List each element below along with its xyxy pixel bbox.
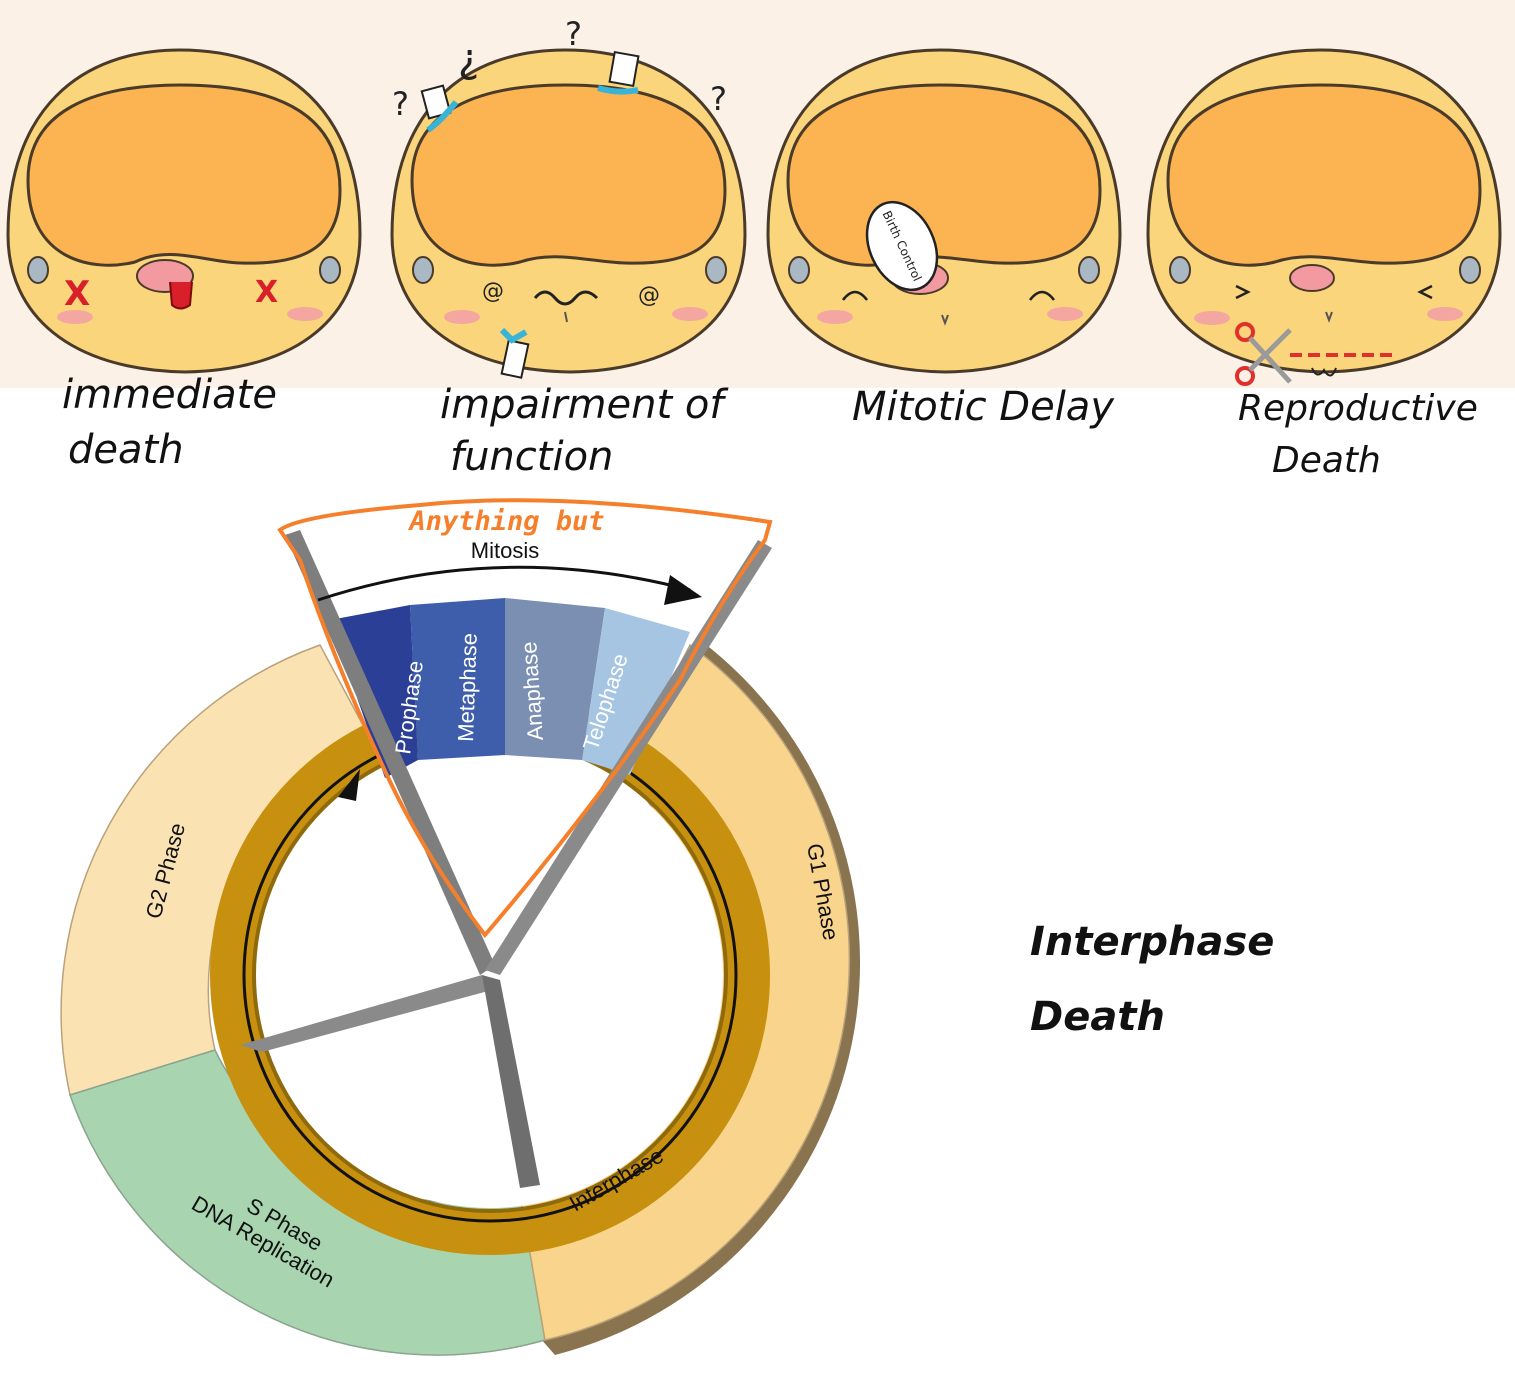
ear-right	[705, 256, 727, 284]
x-eye-left: X	[64, 274, 90, 314]
cell-inner	[410, 83, 727, 267]
question-mark: ¿	[458, 36, 479, 82]
metaphase-wedge	[410, 598, 505, 760]
question-mark: ?	[710, 80, 727, 118]
telophase-wedge	[582, 608, 690, 775]
mitosis-arrow	[317, 565, 691, 602]
cell-cycle-diagram: Anything but Mitosis Prophase Metaphase …	[60, 498, 861, 1356]
anaphase-wedge	[505, 598, 605, 760]
eye-right	[1029, 290, 1055, 301]
cheek-left	[817, 310, 853, 324]
label-mitotic-delay: Mitotic Delay	[852, 384, 1115, 430]
cell-inner	[26, 83, 342, 267]
ear-right	[1459, 256, 1481, 284]
cell-mitotic-delay: Birth Control	[766, 48, 1122, 374]
spoke	[240, 975, 492, 1052]
bandage-icon	[420, 84, 459, 133]
cell-inner	[1166, 83, 1482, 267]
pill-tag: Birth Control	[865, 200, 939, 292]
tongue	[169, 281, 193, 310]
cheek-right	[287, 307, 323, 321]
bandage-icon	[499, 327, 530, 379]
annotation-outline	[277, 498, 773, 939]
question-mark: ?	[565, 15, 582, 53]
x-eye-right: X	[255, 275, 278, 310]
nose	[1289, 264, 1335, 292]
interphase-arrow	[338, 769, 360, 801]
cell-reproductive-death	[1146, 48, 1502, 386]
label-impairment-2: function	[450, 434, 613, 480]
interphase-death-line1: Interphase	[1030, 919, 1274, 965]
scissors-icon	[1235, 322, 1395, 386]
spoke	[482, 975, 540, 1188]
ear-left	[1169, 256, 1191, 284]
inner-white	[257, 742, 723, 1208]
cell-inner	[786, 83, 1102, 267]
cheek-left	[1194, 311, 1230, 325]
ear-left	[27, 256, 49, 284]
metaphase-label: Metaphase	[453, 633, 482, 743]
wavy-mouth	[533, 290, 599, 306]
spiral-eye-right: @	[638, 283, 660, 308]
mouth	[1325, 311, 1333, 323]
mitosis-label: Mitosis	[471, 538, 539, 563]
bandage-icon	[597, 50, 640, 95]
cheek-right	[672, 307, 708, 321]
ear-right	[319, 256, 341, 284]
ear-right	[1078, 256, 1100, 284]
annotation-label: Anything but	[407, 506, 604, 537]
mouth	[941, 314, 949, 326]
eye-left	[842, 290, 868, 301]
label-reproductive-death-2: Death	[1272, 440, 1381, 481]
ear-left	[412, 256, 434, 284]
cheek-right	[1427, 307, 1463, 321]
cheek-left	[444, 310, 480, 324]
mouth-omega	[1311, 367, 1337, 377]
mitosis-arrowhead	[664, 575, 702, 605]
interphase-death-line2: Death	[1030, 994, 1165, 1040]
cell-impairment: @ @ ? ¿ ? ?	[390, 15, 747, 379]
label-reproductive-death: Reproductive	[1238, 388, 1478, 429]
eye-right	[1417, 284, 1433, 300]
cheek-left	[57, 310, 93, 324]
question-mark: ?	[392, 85, 409, 123]
label-impairment: impairment of	[440, 382, 729, 428]
ear-left	[788, 256, 810, 284]
label-immediate-death: immediate	[62, 372, 277, 418]
eye-left	[1235, 284, 1251, 300]
spoke	[285, 530, 495, 975]
cell-immediate-death: X X	[6, 48, 362, 374]
mouth	[564, 311, 568, 323]
spiral-eye-left: @	[482, 279, 504, 304]
cheek-right	[1047, 307, 1083, 321]
label-immediate-death-2: death	[68, 427, 184, 473]
spoke	[485, 540, 772, 975]
